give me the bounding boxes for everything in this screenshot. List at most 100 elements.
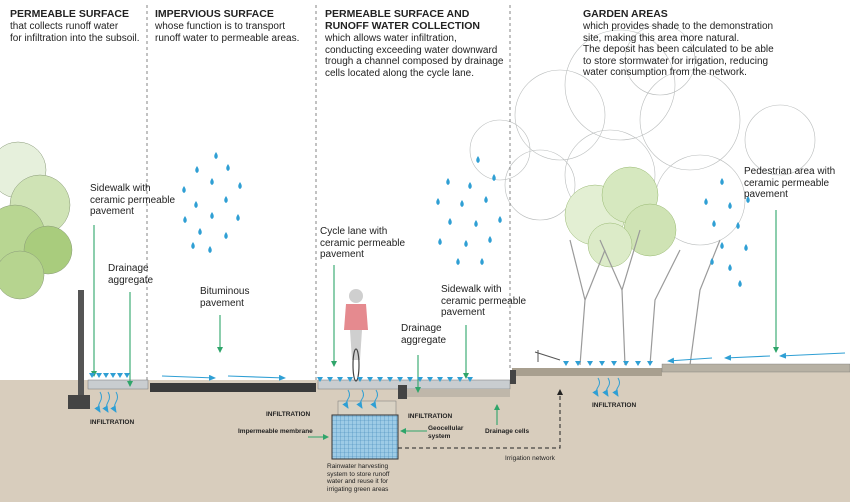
entry-marker bbox=[89, 373, 95, 378]
curb-left-base bbox=[68, 395, 90, 409]
geocellular-tank bbox=[331, 414, 399, 460]
rain-drop bbox=[182, 186, 186, 193]
asphalt-layer bbox=[150, 383, 316, 392]
curb-mid bbox=[398, 385, 407, 399]
label-drainage-cells: Drainage cells bbox=[485, 428, 530, 435]
label-bituminous: Bituminous pavement bbox=[200, 286, 250, 309]
rain-drop bbox=[210, 178, 214, 185]
paver-garden bbox=[512, 368, 662, 376]
rain-drop bbox=[224, 196, 228, 203]
railing bbox=[534, 350, 561, 362]
rain-drop bbox=[738, 280, 742, 287]
entry-marker bbox=[327, 377, 333, 382]
label-impermeable-membrane: Impermeable membrane bbox=[238, 428, 313, 435]
section-title-collection: PERMEABLE SURFACE AND RUNOFF WATER COLLE… bbox=[325, 8, 480, 32]
section-desc-impervious: whose function is to transport runoff wa… bbox=[155, 21, 300, 44]
entry-marker bbox=[623, 361, 629, 366]
label-drainage-mid: Drainage aggregate bbox=[401, 323, 447, 346]
entry-marker bbox=[357, 377, 363, 382]
infiltration-arrows bbox=[94, 377, 620, 413]
tree-left bbox=[0, 141, 73, 300]
section-title-permeable: PERMEABLE SURFACE bbox=[10, 8, 130, 20]
entry-marker bbox=[117, 373, 123, 378]
label-drainage-left: Drainage aggregate bbox=[108, 263, 154, 286]
irrigation-network-line bbox=[398, 389, 563, 449]
rain-drop bbox=[710, 258, 714, 265]
entry-marker bbox=[317, 377, 323, 382]
rain-drop bbox=[704, 198, 708, 205]
entry-marker bbox=[447, 377, 453, 382]
entry-marker bbox=[563, 361, 569, 366]
rain-drop bbox=[744, 244, 748, 251]
rain-drop bbox=[210, 212, 214, 219]
label-rainwater-system: Rainwater harvesting system to store run… bbox=[327, 463, 390, 493]
drainage-aggregate-mid bbox=[405, 389, 510, 397]
rain-drop bbox=[194, 201, 198, 208]
entry-marker bbox=[347, 377, 353, 382]
entry-marker bbox=[110, 373, 116, 378]
runoff-arrows bbox=[161, 352, 846, 381]
entry-marker bbox=[96, 373, 102, 378]
entry-marker bbox=[467, 377, 473, 382]
rain-drop bbox=[498, 216, 502, 223]
label-infiltration-b: INFILTRATION bbox=[408, 413, 453, 420]
rain-drop bbox=[746, 196, 750, 203]
entry-marker bbox=[417, 377, 423, 382]
section-title-impervious: IMPERVIOUS SURFACE bbox=[155, 8, 274, 20]
label-geocellular: Geocellular system bbox=[428, 425, 464, 440]
label-cycle-lane: Cycle lane with ceramic permeable paveme… bbox=[320, 226, 406, 260]
soil bbox=[0, 366, 850, 502]
section-desc-collection: which allows water infiltration, conduct… bbox=[325, 33, 504, 79]
tree-garden-large bbox=[469, 24, 816, 246]
entry-marker bbox=[599, 361, 605, 366]
entry-marker bbox=[647, 361, 653, 366]
entry-marker bbox=[103, 373, 109, 378]
rain-drops bbox=[182, 152, 750, 287]
curb-garden bbox=[510, 370, 516, 384]
rain-drop bbox=[480, 258, 484, 265]
cyclist bbox=[344, 289, 368, 382]
rain-drop bbox=[198, 228, 202, 235]
label-infiltration-left: INFILTRATION bbox=[90, 419, 135, 426]
label-sidewalk-left: Sidewalk with ceramic permeable pavement bbox=[90, 183, 176, 217]
rain-drop bbox=[208, 246, 212, 253]
rain-drop bbox=[226, 164, 230, 171]
entry-marker bbox=[377, 377, 383, 382]
rain-drop bbox=[236, 214, 240, 221]
rain-drop bbox=[438, 238, 442, 245]
entry-marker bbox=[587, 361, 593, 366]
rain-drop bbox=[476, 156, 480, 163]
entry-marker bbox=[407, 377, 413, 382]
rain-drop bbox=[183, 216, 187, 223]
rain-drop bbox=[464, 240, 468, 247]
leader-arrows bbox=[91, 210, 779, 440]
tree-garden-green bbox=[564, 166, 677, 268]
rain-drop bbox=[448, 218, 452, 225]
rain-drop bbox=[492, 174, 496, 181]
rain-drop bbox=[460, 200, 464, 207]
entry-marker bbox=[457, 377, 463, 382]
rain-drop bbox=[238, 182, 242, 189]
rain-drop bbox=[436, 198, 440, 205]
entry-marker bbox=[611, 361, 617, 366]
entry-marker bbox=[387, 377, 393, 382]
entry-marker bbox=[427, 377, 433, 382]
rain-drop bbox=[191, 242, 195, 249]
label-infiltration-a: INFILTRATION bbox=[266, 411, 311, 418]
entry-marker bbox=[575, 361, 581, 366]
rain-drop bbox=[474, 220, 478, 227]
rain-drop bbox=[468, 182, 472, 189]
wall-left bbox=[78, 290, 84, 395]
rain-drop bbox=[720, 178, 724, 185]
section-dividers bbox=[146, 5, 511, 390]
section-desc-garden: which provides shade to the demonstratio… bbox=[583, 21, 774, 78]
section-desc-permeable: that collects runoff water for infiltrat… bbox=[10, 21, 140, 44]
label-irrigation-network: Irrigation network bbox=[505, 455, 555, 462]
paver-left bbox=[87, 379, 149, 390]
section-title-garden: GARDEN AREAS bbox=[583, 8, 668, 20]
entry-marker bbox=[437, 377, 443, 382]
rain-drop bbox=[195, 166, 199, 173]
rain-drop bbox=[488, 236, 492, 243]
rain-drop bbox=[728, 202, 732, 209]
